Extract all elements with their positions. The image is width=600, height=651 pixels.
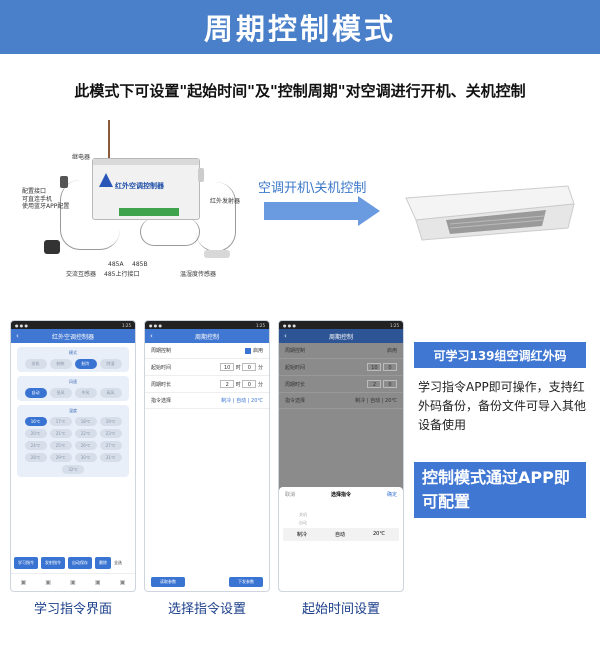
dialog-ok-button[interactable]: 确定 (386, 492, 397, 498)
start-minute-input[interactable]: 0 (242, 363, 257, 371)
temp-sensor-icon (204, 250, 230, 258)
back-arrow-icon[interactable]: ‹ (16, 332, 19, 340)
ac-sensor-icon (44, 240, 60, 254)
learn-buttons: 学习指令 发射指令 自动保存 删除 全选 (14, 557, 122, 569)
nav-remote-icon[interactable]: ▣ (70, 579, 76, 586)
bottom-nav: ▣ ▣ ▣ ▣ ▣ (11, 573, 135, 591)
temp-chip[interactable]: 22℃ (74, 429, 97, 438)
air-conditioner-image (405, 185, 575, 241)
duration-hour-input[interactable]: 2 (220, 380, 235, 388)
start-time-row: 起始时间 10 时 0 分 (145, 359, 269, 376)
nav-home-icon[interactable]: ▣ (20, 579, 27, 586)
ir-emitter-icon (198, 168, 204, 182)
temp-chip[interactable]: 17℃ (49, 417, 72, 426)
temp-chip[interactable]: 28℃ (24, 453, 47, 462)
phone-learn-screen: ● ● ●1:25 ‹红外空调控制器 模式 关机 制热 制冷 除湿 风速 自动 … (10, 320, 136, 592)
temp-chip[interactable]: 19℃ (99, 417, 122, 426)
duration-minute-input[interactable]: 0 (242, 380, 257, 388)
mode-group: 模式 关机 制热 制冷 除湿 (17, 347, 129, 372)
mode-description: 此模式下可设置"起始时间"及"控制周期"对空调进行开机、关机控制 (74, 82, 526, 100)
command-select-row[interactable]: 指令选择 制冷 | 自动 | 20℃ (145, 393, 269, 409)
select-all-checkbox[interactable]: 全选 (114, 560, 122, 565)
relay-wire (108, 120, 110, 158)
cycle-enable-row: 周期控制 启用 (145, 343, 269, 359)
temp-chip[interactable]: 23℃ (99, 429, 122, 438)
page-title: 周期控制模式 (203, 12, 396, 46)
feature-config-banner: 控制模式通过APP即可配置 (414, 462, 586, 518)
temp-chip[interactable]: 16℃ (24, 417, 47, 426)
temp-chip[interactable]: 32℃ (62, 465, 84, 474)
caption-start-time: 起始时间设置 (301, 602, 380, 617)
config-port-icon (60, 176, 68, 188)
controller-device: 红外空调控制器 (92, 158, 200, 220)
caption-learn: 学习指令界面 (33, 602, 112, 617)
feature-title: 可学习139组空调红外码 (414, 342, 586, 368)
phone-cycle-screen: ● ● ●1:25 ‹周期控制 周期控制 启用 起始时间 10 时 0 分 周期… (144, 320, 270, 592)
temp-chip[interactable]: 20℃ (24, 429, 47, 438)
nav-more-icon[interactable]: ▣ (119, 579, 126, 586)
picker-selected-row[interactable]: 制冷 自动 20℃ (283, 528, 399, 541)
duration-row: 周期时长 2 时 0 分 (145, 376, 269, 393)
fan-group: 风速 自动 低风 中风 高风 (17, 376, 129, 401)
temp-chip[interactable]: 29℃ (49, 453, 72, 462)
read-params-button[interactable]: 读取参数 (151, 577, 185, 587)
learn-button[interactable]: 学习指令 (14, 557, 38, 569)
dialog-cancel-button[interactable]: 取消 (285, 492, 296, 498)
back-arrow-icon[interactable]: ‹ (150, 332, 153, 340)
start-hour-input[interactable]: 10 (220, 363, 235, 371)
terminal-block (119, 208, 179, 216)
temp-chip[interactable]: 27℃ (99, 441, 122, 450)
temp-chip[interactable]: 31℃ (99, 453, 122, 462)
feature-description: 学习指令APP即可操作，支持红外码备份，备份文件可导入其他设备使用 (418, 380, 587, 432)
send-button[interactable]: 发射指令 (41, 557, 65, 569)
delete-button[interactable]: 删除 (95, 557, 111, 569)
nav-settings-icon[interactable]: ▣ (94, 579, 101, 586)
flow-label: 空调开机\关机控制 (258, 181, 367, 196)
temp-chip[interactable]: 24℃ (24, 441, 47, 450)
autosave-button[interactable]: 自动保存 (68, 557, 92, 569)
warning-icon (99, 173, 113, 187)
send-params-button[interactable]: 下发参数 (229, 577, 263, 587)
temp-chip[interactable]: 21℃ (49, 429, 72, 438)
title-banner: 周期控制模式 (0, 0, 600, 54)
temp-chip[interactable]: 25℃ (49, 441, 72, 450)
temp-chip[interactable]: 18℃ (74, 417, 97, 426)
nav-device-icon[interactable]: ▣ (45, 579, 52, 586)
temp-chip[interactable]: 30℃ (74, 453, 97, 462)
back-arrow-icon[interactable]: ‹ (284, 332, 287, 340)
temp-chip[interactable]: 26℃ (74, 441, 97, 450)
arrow-head-icon (358, 196, 380, 226)
select-command-dialog: 取消 选择指令 确定 关机 自动 制冷 自动 20℃ (279, 487, 403, 591)
arrow-icon (264, 202, 360, 220)
caption-select: 选择指令设置 (167, 602, 246, 617)
checkbox-checked-icon[interactable] (245, 347, 252, 354)
